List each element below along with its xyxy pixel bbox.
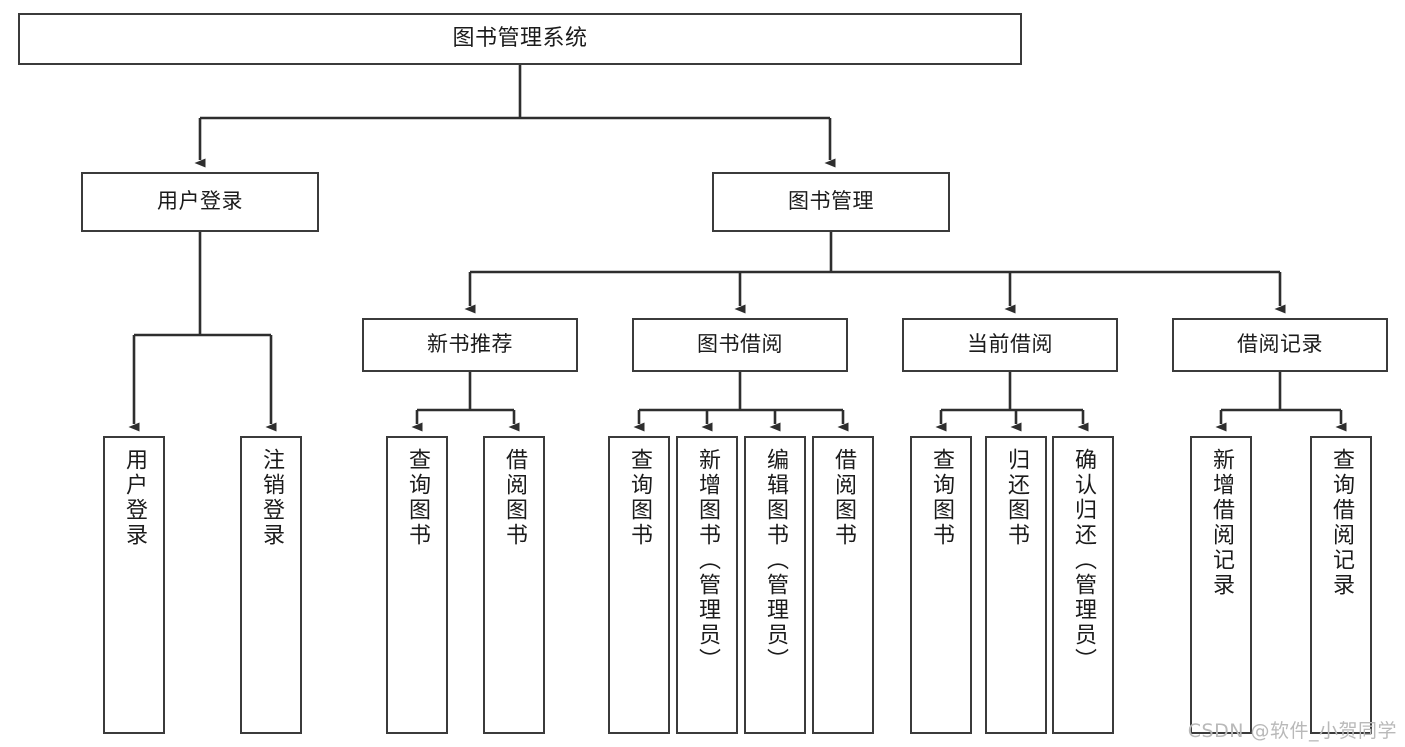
node-root[interactable]: 图书管理系统 <box>18 13 1022 65</box>
node-borrow-record[interactable]: 借阅记录 <box>1172 318 1388 372</box>
node-leaf-edit-book[interactable]: 编辑图书（管理员） <box>744 436 806 734</box>
node-leaf-edit-book-label: 编辑图书（管理员） <box>763 448 788 673</box>
node-leaf-query-book-1-label: 查询图书 <box>405 448 430 548</box>
node-leaf-borrow-book-2-label: 借阅图书 <box>831 448 856 548</box>
node-book-borrow[interactable]: 图书借阅 <box>632 318 848 372</box>
node-leaf-borrow-book-1[interactable]: 借阅图书 <box>483 436 545 734</box>
node-leaf-return-book[interactable]: 归还图书 <box>985 436 1047 734</box>
node-leaf-confirm-return[interactable]: 确认归还（管理员） <box>1052 436 1114 734</box>
node-leaf-add-record[interactable]: 新增借阅记录 <box>1190 436 1252 734</box>
node-leaf-user-login[interactable]: 用户登录 <box>103 436 165 734</box>
node-leaf-borrow-book-1-label: 借阅图书 <box>502 448 527 548</box>
node-root-label: 图书管理系统 <box>452 25 588 51</box>
node-leaf-user-logout[interactable]: 注销登录 <box>240 436 302 734</box>
node-book-borrow-label: 图书借阅 <box>697 332 783 357</box>
node-leaf-query-record-label: 查询借阅记录 <box>1329 448 1354 598</box>
node-leaf-query-book-1[interactable]: 查询图书 <box>386 436 448 734</box>
node-leaf-add-book[interactable]: 新增图书（管理员） <box>676 436 738 734</box>
node-user-login-label: 用户登录 <box>157 189 243 214</box>
node-leaf-query-record[interactable]: 查询借阅记录 <box>1310 436 1372 734</box>
node-leaf-user-login-label: 用户登录 <box>122 448 147 548</box>
node-borrow-record-label: 借阅记录 <box>1237 332 1323 357</box>
node-user-login[interactable]: 用户登录 <box>81 172 319 232</box>
node-book-manage-label: 图书管理 <box>788 189 874 214</box>
node-leaf-borrow-book-2[interactable]: 借阅图书 <box>812 436 874 734</box>
node-leaf-add-record-label: 新增借阅记录 <box>1209 448 1234 598</box>
node-leaf-query-book-3-label: 查询图书 <box>929 448 954 548</box>
node-new-book-recommend-label: 新书推荐 <box>427 332 513 357</box>
node-leaf-user-logout-label: 注销登录 <box>259 448 284 548</box>
node-current-borrow[interactable]: 当前借阅 <box>902 318 1118 372</box>
node-leaf-confirm-return-label: 确认归还（管理员） <box>1071 448 1096 673</box>
node-leaf-query-book-3[interactable]: 查询图书 <box>910 436 972 734</box>
node-leaf-query-book-2[interactable]: 查询图书 <box>608 436 670 734</box>
node-leaf-query-book-2-label: 查询图书 <box>627 448 652 548</box>
watermark: CSDN @软件_小贺同学 <box>1187 720 1397 742</box>
node-current-borrow-label: 当前借阅 <box>967 332 1053 357</box>
node-leaf-add-book-label: 新增图书（管理员） <box>695 448 720 673</box>
node-leaf-return-book-label: 归还图书 <box>1004 448 1029 548</box>
node-book-manage[interactable]: 图书管理 <box>712 172 950 232</box>
node-new-book-recommend[interactable]: 新书推荐 <box>362 318 578 372</box>
